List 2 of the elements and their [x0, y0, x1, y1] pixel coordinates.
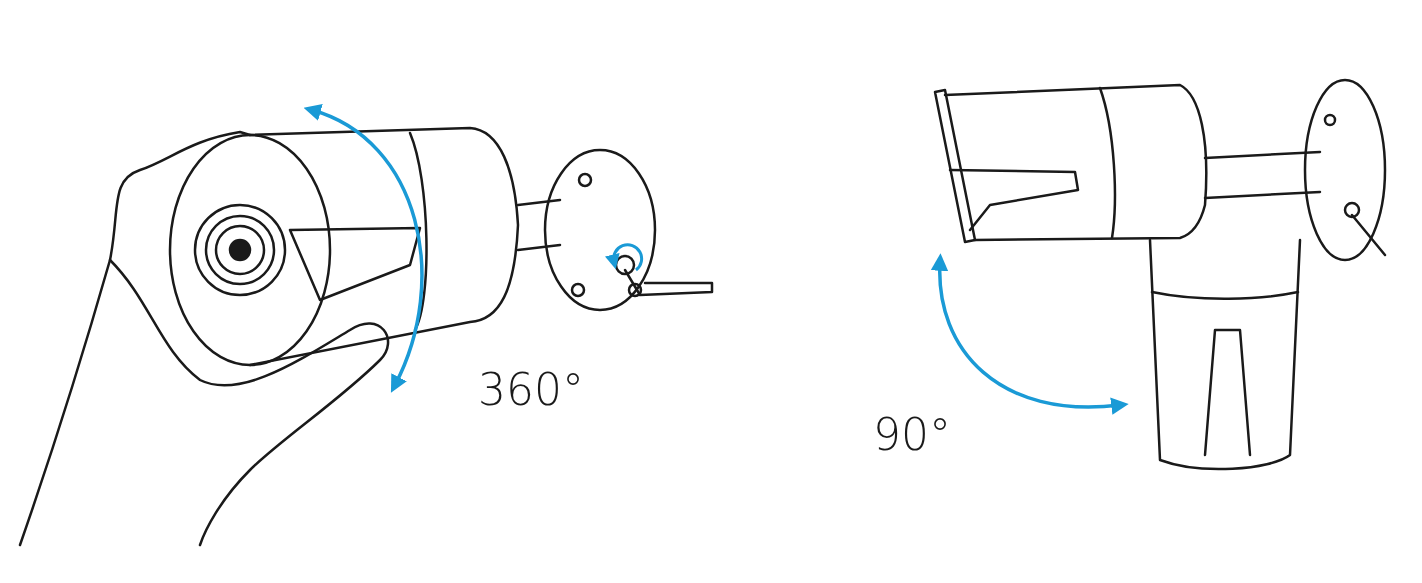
angle-label: 360°: [478, 368, 584, 412]
angle-label: 90°: [873, 413, 951, 457]
